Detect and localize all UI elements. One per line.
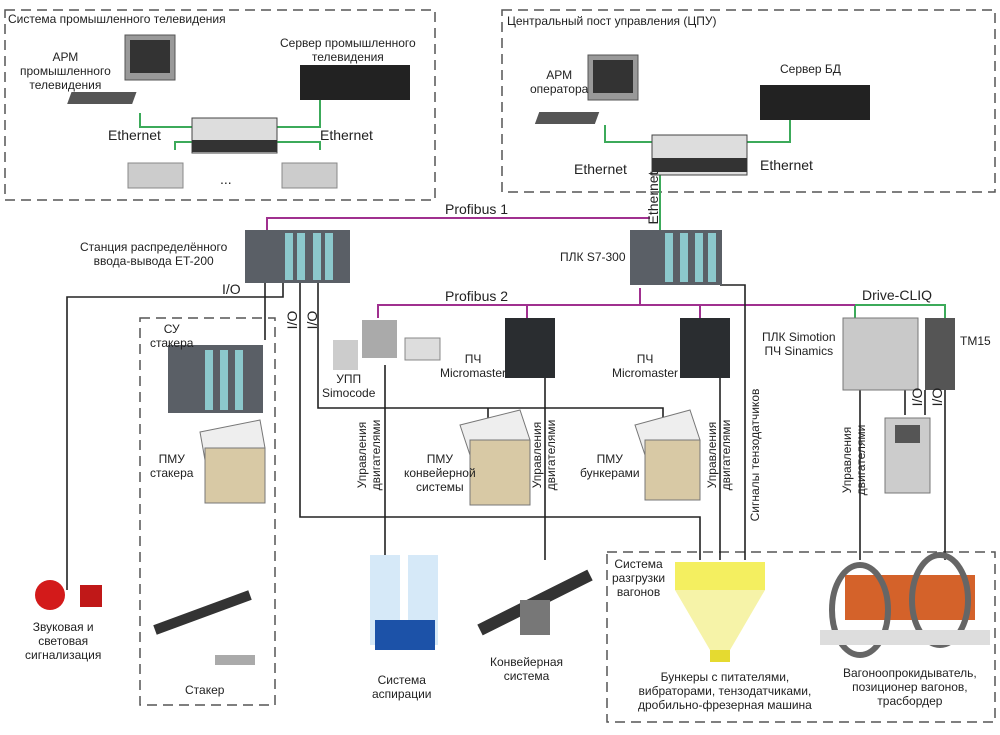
pmu-stacker-console-icon: [199, 419, 266, 504]
cctv-ethernet-links: [139, 95, 321, 150]
unload-group-title: Система разгрузки вагонов: [612, 557, 666, 599]
motor-control-label-3: Управления двигателями: [705, 419, 733, 491]
simotion-sinamics-icon: [842, 317, 955, 391]
pmu-console-icon: [459, 409, 701, 506]
aspiration-label: Система аспирации: [372, 673, 432, 701]
plc-label: ПЛК S7-300: [560, 250, 626, 264]
motor-control-label-1: Управления двигателями: [355, 419, 383, 491]
cctv-workstation-label: АРМ промышленного телевидения: [20, 50, 111, 92]
drive-cliq-line: [854, 304, 946, 318]
tm15-io-wires: [904, 390, 926, 415]
io-label-5: I/O: [929, 387, 945, 407]
motor-control-label-4: Управления двигателями: [840, 424, 868, 496]
bunker-icon: [675, 562, 765, 662]
cctv-server-icon: [300, 65, 410, 100]
motor-wires: [384, 365, 721, 560]
stacker-label: Стакер: [185, 683, 225, 697]
bunkers-label: Бункеры с питателями, вибраторами, тензо…: [638, 670, 812, 712]
cctv-ethernet-left: Ethernet: [108, 127, 161, 143]
pmu-conveyor-label: ПМУ конвейерной системы: [404, 452, 476, 494]
cpu-server-icon: [760, 85, 870, 120]
vfd1-label: ПЧ Micromaster: [440, 352, 507, 380]
stacker-controller-icon: [168, 345, 263, 413]
micromaster-vfd-icon: [505, 318, 730, 378]
cpu-group-title: Центральный пост управления (ЦПУ): [507, 14, 717, 28]
profibus1-label: Profibus 1: [445, 201, 509, 217]
io-label-3: I/O: [304, 310, 320, 330]
simocode-label: УПП Simocode: [322, 372, 376, 400]
camera-icon: [127, 162, 338, 189]
cpu-ethernet-right: Ethernet: [760, 157, 813, 173]
cctv-group-frame: [4, 9, 436, 201]
tippler-label: Вагоноопрокидыватель, позиционер вагонов…: [843, 666, 977, 708]
alarm-label: Звуковая и световая сигнализация: [25, 620, 102, 662]
alarm-wire: [66, 283, 284, 590]
strain-gauge-signals-label: Сигналы тензодатчиков: [748, 388, 762, 522]
io-label-1: I/O: [222, 281, 241, 297]
conveyor-label: Конвейерная система: [490, 655, 564, 683]
cctv-more-cameras: ...: [220, 171, 232, 187]
plc-s7-300-icon: [630, 230, 722, 285]
cpu-ethernet-vertical: Ethernet: [645, 171, 661, 225]
cctv-server-label: Сервер промышленного телевидения: [280, 36, 416, 64]
cctv-switch-icon: [191, 117, 278, 154]
et200-rack-icon: [245, 230, 350, 283]
simotion-label: ПЛК Simotion ПЧ Sinamics: [762, 330, 836, 358]
cpu-server-label: Сервер БД: [780, 62, 841, 76]
profibus1-line: [266, 217, 650, 230]
alarm-icon: [35, 580, 102, 610]
cpu-group-frame: [501, 9, 996, 193]
pmu-bunkers-label: ПМУ бункерами: [580, 452, 640, 480]
stacker-cu-label: СУ стакера: [150, 322, 194, 350]
io-label-4: I/O: [909, 387, 925, 407]
strain-wire: [720, 284, 746, 560]
profibus2-line: [377, 288, 855, 318]
stacker-pmu-label: ПМУ стакера: [150, 452, 194, 480]
cpu-switch-icon: [651, 134, 748, 176]
cctv-group-title: Система промышленного телевидения: [8, 12, 226, 26]
io-wire-2: [299, 283, 701, 560]
stacker-group-frame: [139, 317, 276, 706]
unload-group-frame: [606, 551, 996, 723]
hmi-panel-icon: [884, 417, 931, 494]
et200-label: Станция распределённого ввода-вывода ET-…: [80, 240, 228, 268]
cpu-ethernet-left: Ethernet: [574, 161, 627, 177]
cctv-monitor-icon: [67, 34, 176, 104]
io-label-2: I/O: [284, 310, 300, 330]
simocode-icon: [333, 320, 441, 370]
tm15-label: TM15: [960, 334, 991, 348]
motor-control-label-2: Управления двигателями: [530, 419, 558, 491]
conveyor-icon: [477, 569, 593, 636]
cpu-workstation-label: АРМ оператора: [530, 68, 589, 96]
cctv-ethernet-right: Ethernet: [320, 127, 373, 143]
aspiration-icon: [370, 555, 438, 650]
profibus2-label: Profibus 2: [445, 288, 509, 304]
car-tippler-icon: [820, 552, 990, 658]
vfd2-label: ПЧ Micromaster: [612, 352, 679, 380]
cpu-monitor-icon: [534, 54, 639, 124]
stacker-icon: [153, 590, 255, 665]
drive-cliq-label: Drive-CLIQ: [862, 287, 933, 303]
